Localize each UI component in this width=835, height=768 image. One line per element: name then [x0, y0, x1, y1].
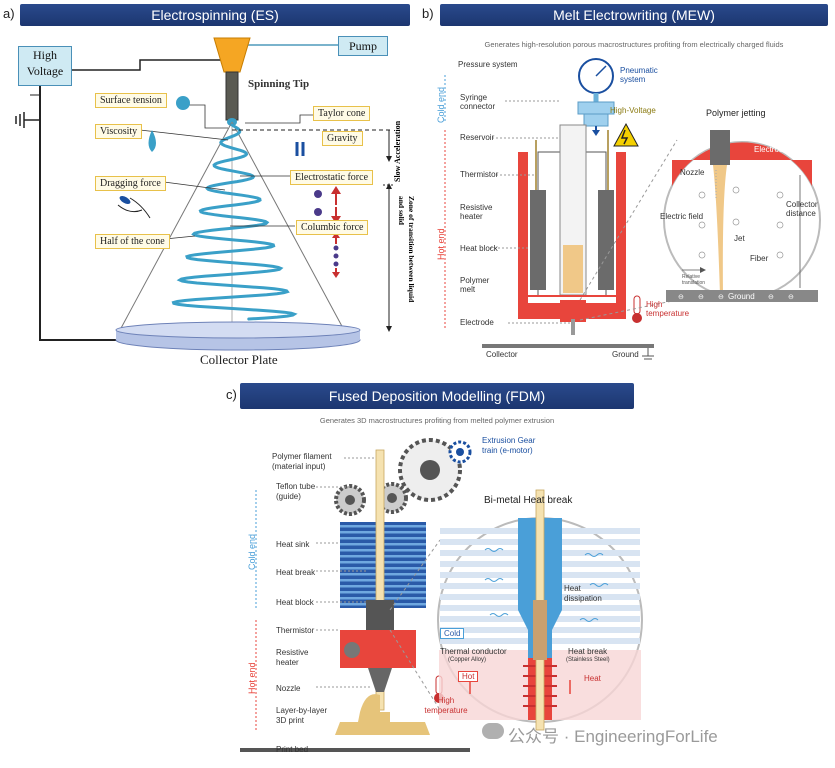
zoom-nozzle-label: Nozzle — [680, 168, 705, 177]
resistive-heater-label: Resistive heater — [460, 203, 493, 221]
fdm-cold-end-label: Cold end — [247, 533, 257, 570]
bimetal-title: Bi-metal Heat break — [484, 495, 573, 506]
ground-label: Ground — [612, 350, 639, 359]
fdm-diagram — [240, 438, 643, 752]
zoom-ground-label: Ground — [728, 292, 755, 301]
mew-hot-end-label: Hot end — [436, 228, 446, 260]
panel-b-title: Melt Electrowriting (MEW) — [440, 4, 828, 26]
heat-break-zoom-label: Heat break — [568, 647, 608, 656]
reservoir-label: Reservoir — [460, 133, 495, 142]
high-voltage-mew-label: High-Voltage — [610, 106, 656, 115]
panel-c-letter: c) — [226, 387, 237, 402]
zoom-electrode-label: Electrode — [754, 145, 788, 154]
panel-a-letter: a) — [3, 6, 15, 21]
panel-c-subtitle: Generates 3D macrostructures profiting f… — [319, 416, 555, 425]
viscosity-label: Viscosity — [95, 124, 143, 139]
mew-cold-end-label: Cold end — [436, 86, 446, 123]
electrospinning-diagram — [15, 37, 395, 351]
pneumatic-system-label: Pneumatic system — [620, 66, 658, 84]
heat-block-label: Heat block — [460, 244, 498, 253]
zoom-electric-field-label: Electric field — [660, 212, 704, 221]
columbic-force-label: Columbic force — [296, 220, 369, 235]
fdm-hot-end-label: Hot end — [247, 662, 257, 694]
fdm-heat-break-label: Heat break — [276, 568, 316, 577]
collector-plate-label: Collector Plate — [200, 352, 278, 367]
surface-tension-label: Surface tension — [95, 93, 167, 108]
high-voltage-box: High Voltage — [18, 46, 72, 86]
cold-tag: Cold — [440, 628, 465, 639]
zoom-jet-label: Jet — [734, 234, 745, 243]
mew-diagram: ⊖ ⊖ ⊖ ⊖ ⊖ — [444, 58, 821, 360]
fdm-resistive-heater-label: Resistive heater — [276, 648, 309, 667]
mew-high-temperature-label: High temperature — [646, 300, 690, 318]
hot-tag: Hot — [458, 671, 479, 682]
panel-b-subtitle: Generates high-resolution porous macrost… — [484, 40, 784, 49]
thermistor-label: Thermistor — [460, 170, 499, 179]
wechat-icon — [482, 723, 504, 739]
pressure-system-label: Pressure system — [458, 60, 518, 69]
fdm-heat-sink-label: Heat sink — [276, 540, 310, 549]
layer-print-label: Layer-by-layer 3D print — [276, 706, 328, 725]
slow-acceleration-label: Slow Acceleration — [393, 120, 402, 182]
copper-alloy-label: (Copper Alloy) — [448, 657, 487, 663]
print-bed-label: Print bed — [276, 745, 309, 754]
syringe-connector-label: Syringe connector — [460, 93, 496, 111]
svg-text:⊖: ⊖ — [718, 294, 724, 301]
extrusion-gear-label: Extrusion Gear train (e-motor) — [482, 436, 536, 455]
polymer-melt-label: Polymer melt — [460, 276, 490, 294]
half-cone-label: Half of the cone — [95, 234, 170, 249]
heat-dissipation-label: Heat dissipation — [564, 584, 602, 603]
zoom-fiber-label: Fiber — [750, 254, 769, 263]
spinning-tip-label: Spinning Tip — [248, 78, 310, 90]
fdm-heat-block-label: Heat block — [276, 598, 314, 607]
zoom-collector-distance-label: Collector distance — [786, 200, 818, 218]
svg-text:⊖: ⊖ — [678, 294, 684, 301]
heat-label: Heat — [584, 674, 601, 683]
watermark: 公众号 · EngineeringForLife — [508, 727, 718, 746]
fdm-thermistor-label: Thermistor — [276, 626, 315, 635]
thermal-conductor-label: Thermal conductor — [440, 647, 507, 656]
fdm-nozzle-label: Nozzle — [276, 684, 301, 693]
panel-b-letter: b) — [422, 6, 434, 21]
stainless-steel-label: (Stainless Steel) — [566, 657, 610, 663]
fdm-high-temperature-label: High temperature — [424, 696, 468, 715]
relative-translation-label: Relative translation — [682, 274, 706, 286]
taylor-cone-label: Taylor cone — [313, 106, 371, 121]
svg-text:⊖: ⊖ — [768, 294, 774, 301]
polymer-jetting-label: Polymer jetting — [706, 108, 766, 118]
pump-box: Pump — [338, 36, 388, 56]
panel-a-title: Electrospinning (ES) — [20, 4, 410, 26]
zone-transition-label: Zone of transition between liquid and so… — [397, 196, 416, 303]
collector-label: Collector — [486, 350, 518, 359]
svg-text:⊖: ⊖ — [788, 294, 794, 301]
electrode-label: Electrode — [460, 318, 494, 327]
svg-text:⊖: ⊖ — [698, 294, 704, 301]
panel-c-title: Fused Deposition Modelling (FDM) — [240, 383, 634, 409]
teflon-tube-label: Teflon tube (guide) — [276, 482, 316, 501]
gravity-label: Gravity — [322, 131, 363, 146]
electrostatic-force-label: Electrostatic force — [290, 170, 374, 185]
dragging-force-label: Dragging force — [95, 176, 166, 191]
polymer-filament-label: Polymer filament (material input) — [272, 452, 332, 471]
